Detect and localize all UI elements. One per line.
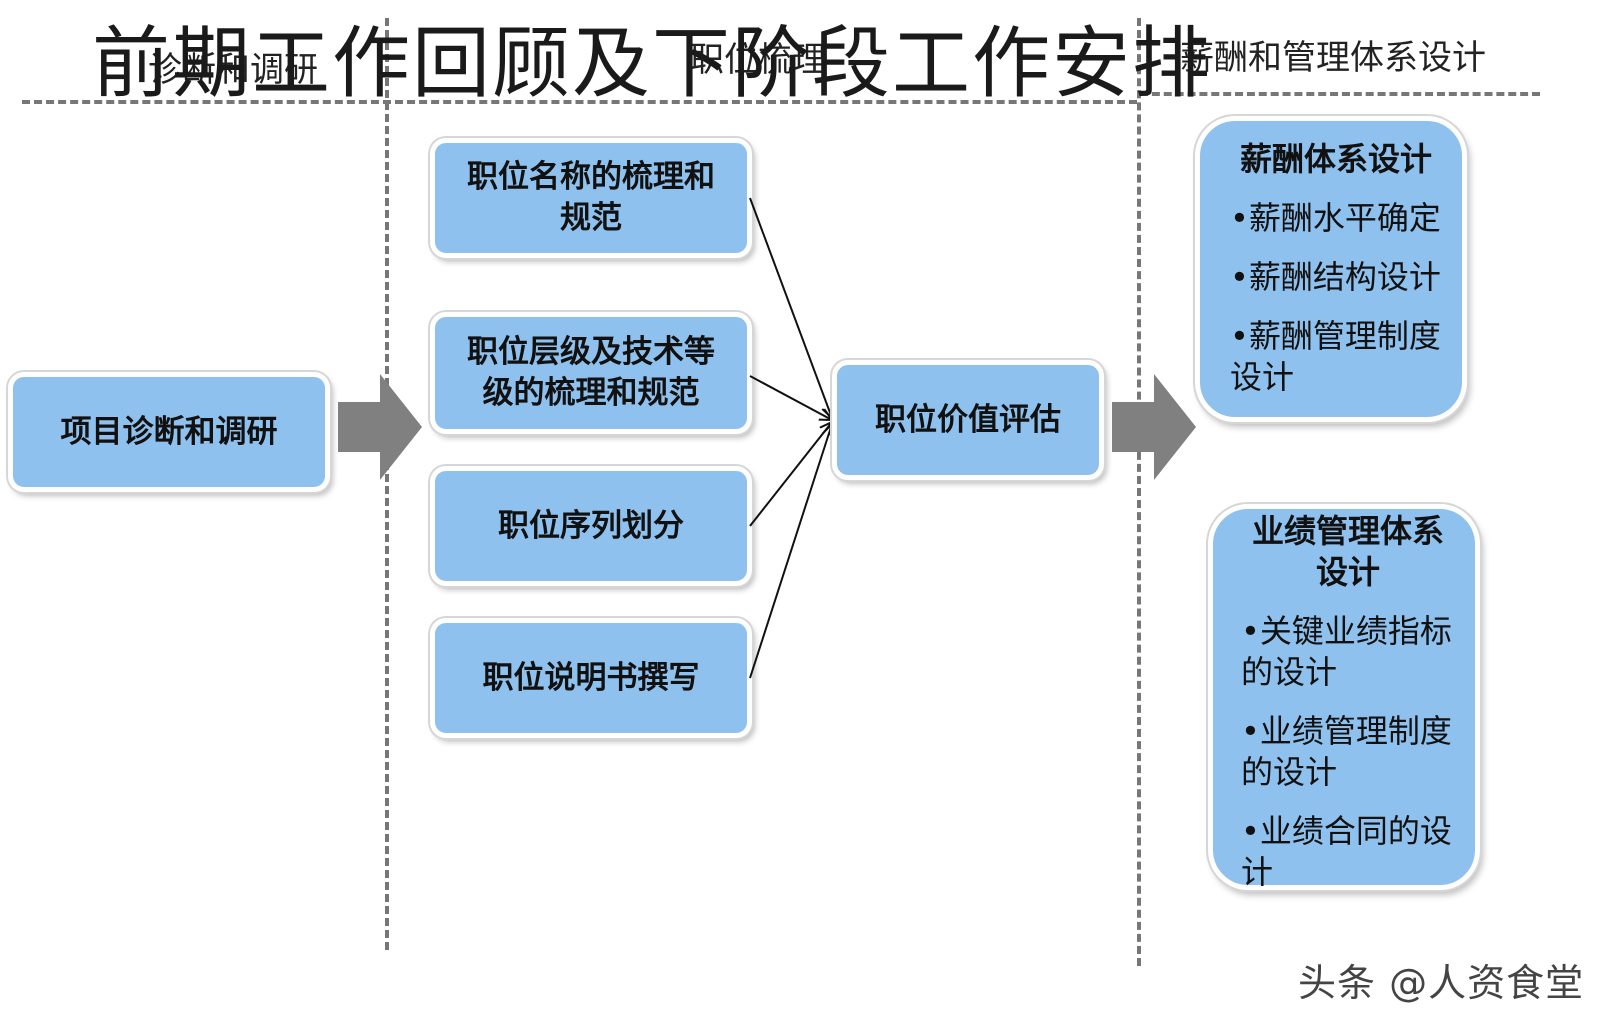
connector-from-level	[749, 375, 832, 420]
column-divider-2	[1137, 18, 1141, 966]
flow-arrow-icon-2	[1112, 374, 1196, 480]
column-label-position: 职位梳理	[690, 40, 826, 80]
header-underline-right	[1140, 92, 1540, 96]
watermark-text: 头条 @人资食堂	[1298, 961, 1585, 1005]
box-position-value: 职位价值评估	[832, 360, 1104, 480]
column-label-diagnosis: 诊断和调研	[148, 50, 318, 90]
salary-item: •薪酬水平确定	[1230, 199, 1441, 237]
flow-arrow-icon	[338, 374, 422, 480]
performance-item: •关键业绩指标的设计	[1241, 612, 1452, 691]
page-title: 前期工作回顾及下阶段工作安排	[92, 19, 1213, 109]
box-position-description: 职位说明书撰写	[430, 618, 752, 738]
connector-from-name	[749, 197, 832, 418]
header-underline-left	[22, 100, 1137, 104]
column-label-salary-management: 薪酬和管理体系设计	[1180, 38, 1486, 78]
connector-from-description	[749, 424, 832, 679]
panel-performance-title: 业绩管理体系设计	[1251, 512, 1444, 591]
box-position-level: 职位层级及技术等级的梳理和规范	[430, 312, 752, 434]
panel-performance-system: 业绩管理体系设计 •关键业绩指标的设计 •业绩管理制度的设计 •业绩合同的设计	[1208, 504, 1480, 891]
box-position-name: 职位名称的梳理和规范	[430, 138, 752, 258]
panel-salary-title: 薪酬体系设计	[1239, 140, 1432, 178]
salary-item: •薪酬管理制度设计	[1230, 317, 1441, 396]
salary-item: •薪酬结构设计	[1230, 258, 1441, 296]
panel-salary-system: 薪酬体系设计 •薪酬水平确定 •薪酬结构设计 •薪酬管理制度设计	[1195, 116, 1467, 422]
performance-item: •业绩合同的设计	[1241, 812, 1452, 891]
connector-from-sequence	[749, 422, 832, 527]
column-divider-1	[385, 18, 389, 950]
box-project-diagnosis: 项目诊断和调研	[8, 372, 330, 492]
connector-lines	[749, 197, 850, 679]
performance-item: •业绩管理制度的设计	[1241, 712, 1452, 791]
box-position-sequence: 职位序列划分	[430, 466, 752, 586]
